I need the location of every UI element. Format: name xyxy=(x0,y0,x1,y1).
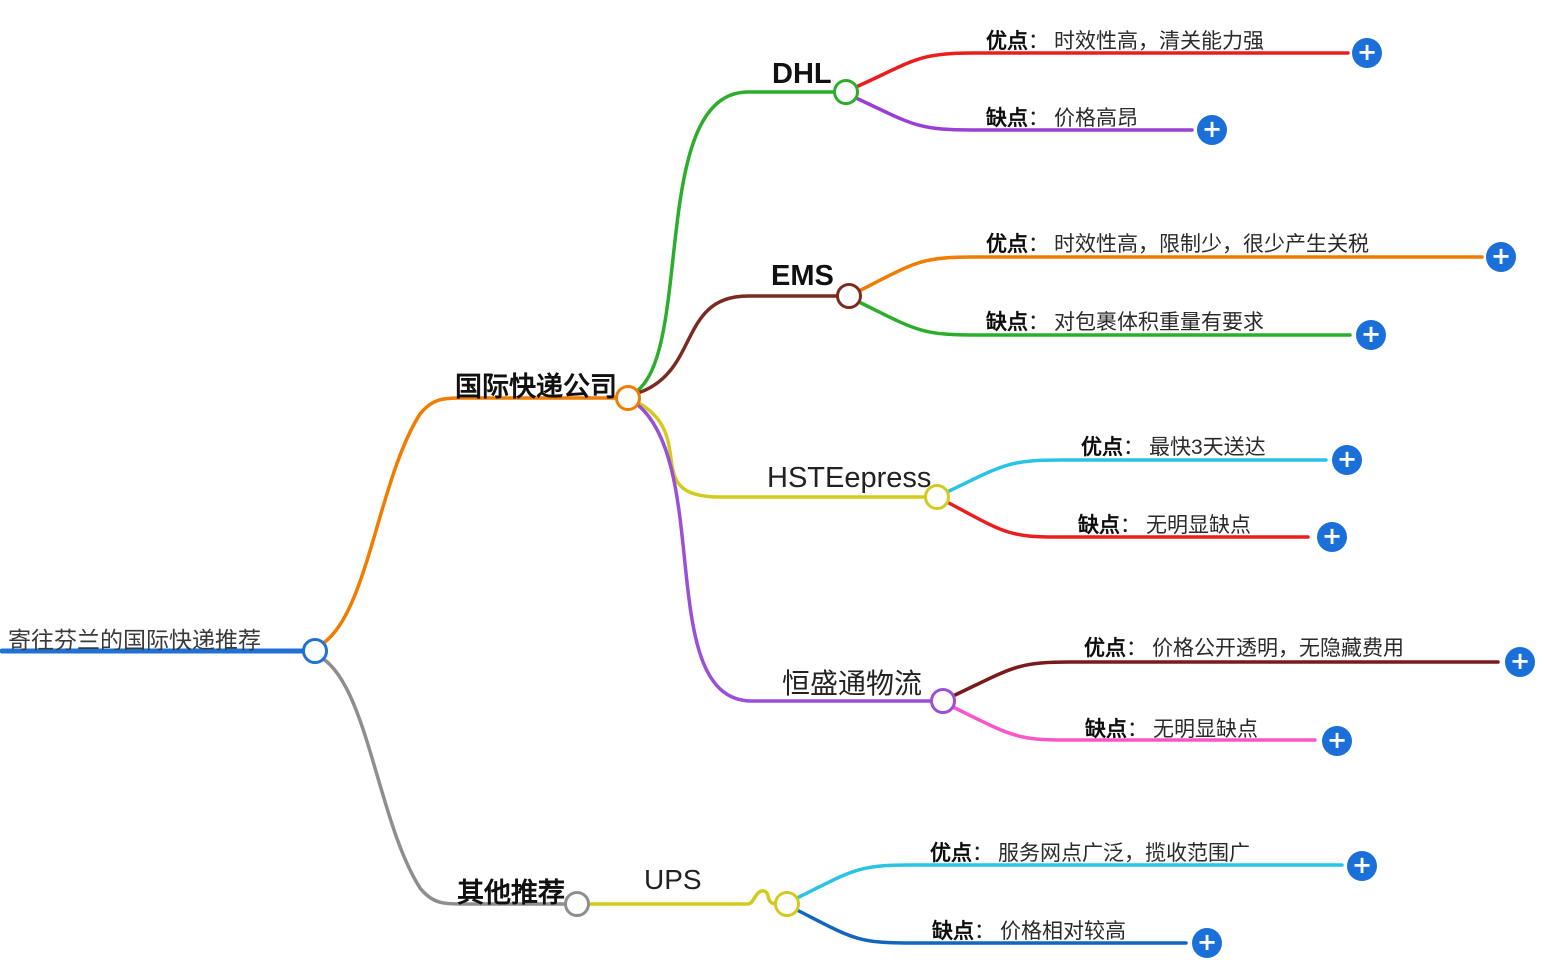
leaf-ups-cons[interactable]: 缺点：价格相对较高 xyxy=(932,915,1126,945)
edge-intl-heng xyxy=(636,403,933,703)
edge-ups-cons xyxy=(795,908,1188,945)
node-circle-dhl[interactable] xyxy=(833,79,859,105)
plus-icon: + xyxy=(1509,647,1531,675)
node-label-hste[interactable]: HSTEepress xyxy=(767,462,932,494)
edge-other-ups xyxy=(586,889,778,906)
cons-text: 价格相对较高 xyxy=(1000,920,1126,943)
branch-label-intl[interactable]: 国际快递公司 xyxy=(455,372,617,402)
edge-root-intl xyxy=(320,396,619,646)
expand-button-heng-cons[interactable]: + xyxy=(1322,726,1352,756)
plus-icon: + xyxy=(1201,115,1223,143)
edge-ups-pros xyxy=(795,863,1344,900)
cons-title: 缺点 xyxy=(1078,514,1120,537)
expand-button-ups-pros[interactable]: + xyxy=(1347,851,1377,881)
node-circle-hste[interactable] xyxy=(924,484,950,510)
cons-title: 缺点 xyxy=(932,920,974,943)
leaf-ups-pros[interactable]: 优点：服务网点广泛，揽收范围广 xyxy=(930,837,1250,867)
leaf-dhl-pros[interactable]: 优点：时效性高，清关能力强 xyxy=(986,25,1264,55)
pros-text: 时效性高，限制少，很少产生关税 xyxy=(1054,233,1369,256)
edge-hste-cons xyxy=(945,500,1310,539)
pros-title: 优点 xyxy=(930,842,972,865)
colon: ： xyxy=(1120,514,1141,537)
edge-heng-cons xyxy=(951,705,1317,742)
plus-icon: + xyxy=(1351,851,1373,879)
leaf-heng-pros[interactable]: 优点：价格公开透明，无隐藏费用 xyxy=(1084,632,1404,662)
leaf-ems-pros[interactable]: 优点：时效性高，限制少，很少产生关税 xyxy=(986,228,1369,258)
edge-dhl-pros xyxy=(854,51,1350,89)
leaf-dhl-cons[interactable]: 缺点：价格高昂 xyxy=(986,102,1138,132)
node-label-heng[interactable]: 恒盛通物流 xyxy=(782,668,923,699)
pros-title: 优点 xyxy=(1084,637,1126,660)
colon: ： xyxy=(974,920,995,943)
edge-intl-dhl xyxy=(635,90,837,393)
cons-text: 对包裹体积重量有要求 xyxy=(1054,311,1264,334)
expand-button-heng-pros[interactable]: + xyxy=(1505,647,1535,677)
expand-button-hste-cons[interactable]: + xyxy=(1317,522,1347,552)
edge-hste-pros xyxy=(945,458,1328,494)
cons-title: 缺点 xyxy=(986,311,1028,334)
node-circle-ups[interactable] xyxy=(774,891,800,917)
leaf-hste-cons[interactable]: 缺点：无明显缺点 xyxy=(1078,509,1251,539)
edge-heng-pros xyxy=(951,660,1500,698)
cons-text: 无明显缺点 xyxy=(1153,718,1258,741)
node-circle-other[interactable] xyxy=(564,891,590,917)
cons-text: 无明显缺点 xyxy=(1146,514,1251,537)
colon: ： xyxy=(972,842,993,865)
edge-intl-ems xyxy=(636,294,839,395)
root-node-label[interactable]: 寄往芬兰的国际快递推荐 xyxy=(8,627,261,653)
branch-label-other[interactable]: 其他推荐 xyxy=(457,878,565,908)
node-circle-root[interactable] xyxy=(302,638,328,664)
expand-button-ups-cons[interactable]: + xyxy=(1192,928,1222,958)
pros-title: 优点 xyxy=(1081,436,1123,459)
pros-text: 价格公开透明，无隐藏费用 xyxy=(1152,637,1404,660)
node-circle-intl[interactable] xyxy=(615,385,641,411)
plus-icon: + xyxy=(1196,928,1218,956)
pros-text: 最快3天送达 xyxy=(1149,436,1266,459)
plus-icon: + xyxy=(1321,522,1343,550)
expand-button-dhl-pros[interactable]: + xyxy=(1352,38,1382,68)
pros-text: 服务网点广泛，揽收范围广 xyxy=(998,842,1250,865)
leaf-hste-pros[interactable]: 优点：最快3天送达 xyxy=(1081,431,1266,461)
expand-button-ems-cons[interactable]: + xyxy=(1356,320,1386,350)
node-label-ups[interactable]: UPS xyxy=(644,864,702,895)
colon: ： xyxy=(1028,107,1049,130)
edge-dhl-cons xyxy=(854,96,1194,132)
plus-icon: + xyxy=(1356,38,1378,66)
edge-root-other xyxy=(320,656,567,906)
expand-button-dhl-cons[interactable]: + xyxy=(1197,115,1227,145)
pros-title: 优点 xyxy=(986,233,1028,256)
colon: ： xyxy=(1028,233,1049,256)
colon: ： xyxy=(1123,436,1144,459)
pros-title: 优点 xyxy=(986,30,1028,53)
plus-icon: + xyxy=(1360,320,1382,348)
plus-icon: + xyxy=(1490,242,1512,270)
edge-ems-pros xyxy=(857,255,1484,293)
cons-text: 价格高昂 xyxy=(1054,107,1138,130)
leaf-heng-cons[interactable]: 缺点：无明显缺点 xyxy=(1085,713,1258,743)
node-label-dhl[interactable]: DHL xyxy=(772,58,832,90)
cons-title: 缺点 xyxy=(1085,718,1127,741)
expand-button-ems-pros[interactable]: + xyxy=(1486,242,1516,272)
expand-button-hste-pros[interactable]: + xyxy=(1332,445,1362,475)
colon: ： xyxy=(1028,311,1049,334)
node-circle-heng[interactable] xyxy=(930,688,956,714)
node-circle-ems[interactable] xyxy=(836,283,862,309)
colon: ： xyxy=(1126,637,1147,660)
leaf-ems-cons[interactable]: 缺点：对包裹体积重量有要求 xyxy=(986,306,1264,336)
colon: ： xyxy=(1028,30,1049,53)
plus-icon: + xyxy=(1326,726,1348,754)
colon: ： xyxy=(1127,718,1148,741)
cons-title: 缺点 xyxy=(986,107,1028,130)
node-label-ems[interactable]: EMS xyxy=(771,260,834,292)
pros-text: 时效性高，清关能力强 xyxy=(1054,30,1264,53)
plus-icon: + xyxy=(1336,445,1358,473)
edge-ems-cons xyxy=(857,300,1352,337)
